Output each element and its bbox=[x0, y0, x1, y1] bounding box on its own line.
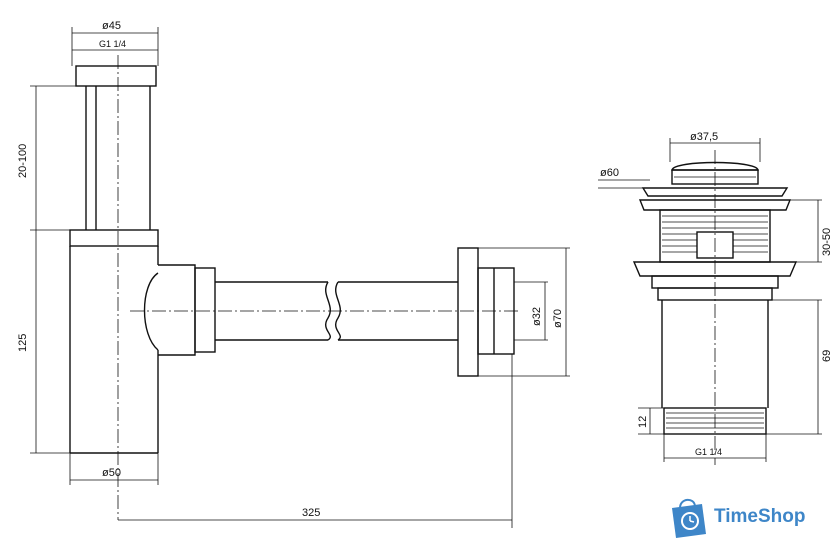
top-thread-label: G1 1/4 bbox=[99, 39, 126, 49]
bottom-thread-label: G1 1/4 bbox=[695, 447, 722, 457]
shopping-bag-clock-icon bbox=[672, 498, 706, 538]
logo-text: TimeShop bbox=[714, 506, 806, 527]
length-label: 325 bbox=[302, 507, 320, 519]
thread-length-label: 12 bbox=[637, 416, 649, 428]
body-diameter-label: ø50 bbox=[102, 467, 121, 479]
cap-diameter-label: ø37,5 bbox=[690, 131, 718, 143]
top-height-label: 20-100 bbox=[17, 144, 29, 178]
body-height-label: 125 bbox=[17, 334, 29, 352]
drain-valve: ø37,5 ø60 bbox=[598, 131, 833, 465]
outlet-outer-diameter-label: ø70 bbox=[552, 309, 564, 328]
top-diameter-label: ø45 bbox=[102, 20, 121, 32]
clamp-range-label: 30-50 bbox=[821, 228, 833, 256]
timeshop-logo bbox=[672, 498, 706, 538]
flange-diameter-label: ø60 bbox=[600, 167, 619, 179]
body-length-label: 69 bbox=[821, 350, 833, 362]
outlet-inner-diameter-label: ø32 bbox=[531, 307, 543, 326]
bottle-siphon: ø45 G1 1/4 bbox=[17, 20, 570, 528]
